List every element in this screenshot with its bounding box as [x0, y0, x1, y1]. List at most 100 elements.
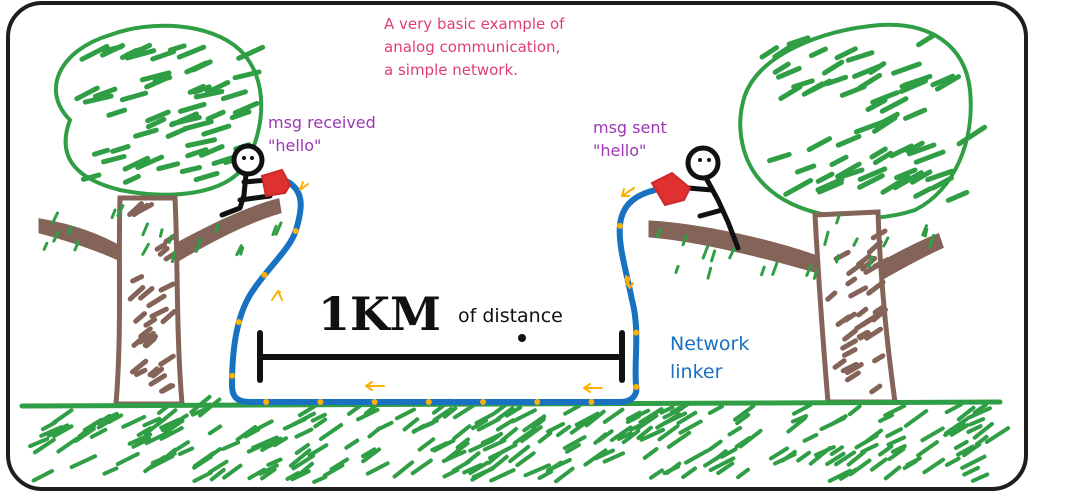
trunk-stroke	[133, 311, 148, 324]
signal-dot	[317, 399, 324, 405]
grass-stroke	[46, 426, 63, 438]
arrow-icon	[621, 187, 635, 197]
grass-stroke	[222, 463, 243, 480]
grass-stroke	[827, 468, 852, 483]
caption-line: analog communication,	[384, 38, 560, 56]
canopy-stroke	[135, 154, 165, 170]
leaf-stroke	[170, 250, 177, 264]
sender-cup-phone-icon	[650, 171, 692, 207]
grass-stroke	[430, 441, 449, 452]
canopy-stroke	[857, 173, 885, 190]
grass-stroke	[972, 421, 994, 440]
grass-stroke	[848, 458, 872, 477]
canopy-stroke	[835, 133, 862, 148]
trunk-stroke	[160, 308, 177, 325]
canopy-stroke	[124, 46, 144, 58]
grass-stroke	[291, 411, 317, 427]
leaf-stroke	[823, 230, 830, 246]
canopy-stroke	[905, 140, 925, 154]
grass-stroke	[207, 424, 223, 436]
grass-stroke	[310, 412, 327, 423]
grass-stroke	[208, 459, 229, 474]
trunk-stroke	[138, 286, 155, 301]
right-tree-branch-right	[870, 233, 944, 285]
grass-stroke	[142, 416, 162, 428]
canopy-stroke	[845, 50, 875, 63]
grass-stroke	[531, 417, 546, 430]
signal-dot	[480, 399, 487, 405]
sender-label: msg sent	[593, 118, 667, 137]
signal-dots	[229, 222, 640, 405]
grass-stroke	[662, 464, 681, 476]
leaf-stroke	[116, 204, 125, 218]
grass-stroke	[860, 442, 879, 454]
trunk-stroke	[133, 367, 148, 378]
arrow-icon	[299, 181, 309, 191]
grass-stroke	[943, 421, 966, 438]
grass-stroke	[808, 445, 832, 466]
grass-stroke	[772, 452, 797, 466]
grass-stroke	[192, 450, 216, 468]
grass-stroke	[903, 409, 929, 428]
grass-stroke	[40, 420, 58, 432]
trunk-stroke	[869, 383, 883, 395]
trunk-stroke	[840, 338, 859, 351]
canopy-stroke	[119, 90, 149, 103]
grass-stroke	[885, 427, 903, 439]
arrow-icon	[625, 275, 634, 289]
canopy-stroke	[232, 100, 260, 116]
grass-stroke	[480, 433, 501, 445]
grass-stroke	[28, 436, 50, 449]
leaf-stroke	[882, 236, 890, 248]
grass-stroke	[347, 404, 362, 416]
grass-stroke	[32, 437, 56, 455]
grass-stroke	[102, 466, 119, 476]
receiver-cup-phone-icon	[260, 168, 292, 198]
canopy-stroke	[853, 118, 888, 135]
grass-stroke	[51, 424, 74, 439]
grass-stroke	[290, 469, 311, 482]
canopy-stroke	[903, 107, 928, 121]
leaf-stroke	[73, 240, 80, 252]
sender-stick-figure-icon	[685, 145, 741, 251]
grass-stroke	[962, 442, 982, 458]
grass-stroke	[564, 442, 581, 454]
grass-stroke	[392, 460, 415, 479]
grass-stroke	[51, 408, 74, 425]
canopy-stroke	[930, 73, 956, 88]
caption: A very basic example of analog communica…	[384, 15, 565, 79]
arrow-icon	[271, 290, 283, 301]
grass-stroke	[470, 418, 489, 431]
canopy-stroke	[786, 35, 811, 47]
canopy-stroke	[824, 74, 849, 87]
grass-stroke	[786, 416, 807, 434]
trunk-stroke	[143, 317, 158, 328]
canopy-stroke	[815, 171, 835, 184]
canopy-stroke	[150, 49, 177, 62]
signal-dot	[616, 222, 623, 229]
grass-stroke	[944, 402, 964, 415]
grass-stroke	[260, 467, 277, 481]
canopy-stroke	[101, 44, 124, 54]
grass-stroke	[834, 450, 857, 467]
signal-dot	[229, 372, 236, 379]
canopy-stroke	[179, 165, 203, 175]
signal-dot	[261, 271, 268, 278]
trunk-stroke	[844, 370, 861, 383]
signal-dot	[534, 399, 541, 405]
grass-stroke	[944, 456, 961, 467]
grass-stroke	[410, 458, 433, 476]
grass-stroke	[968, 417, 986, 427]
grass-stroke	[708, 456, 736, 473]
canopy-stroke	[930, 175, 955, 191]
grass-stroke	[487, 447, 510, 460]
grass-stroke	[683, 448, 710, 465]
leaf-stroke	[852, 237, 859, 247]
grass-stroke	[361, 447, 382, 464]
grass-stroke	[504, 405, 523, 418]
canopy-stroke	[220, 89, 248, 102]
grass-stroke	[738, 428, 763, 449]
canopy-stroke	[144, 75, 171, 90]
trunk-stroke	[127, 201, 144, 218]
canopy-stroke	[815, 176, 845, 193]
